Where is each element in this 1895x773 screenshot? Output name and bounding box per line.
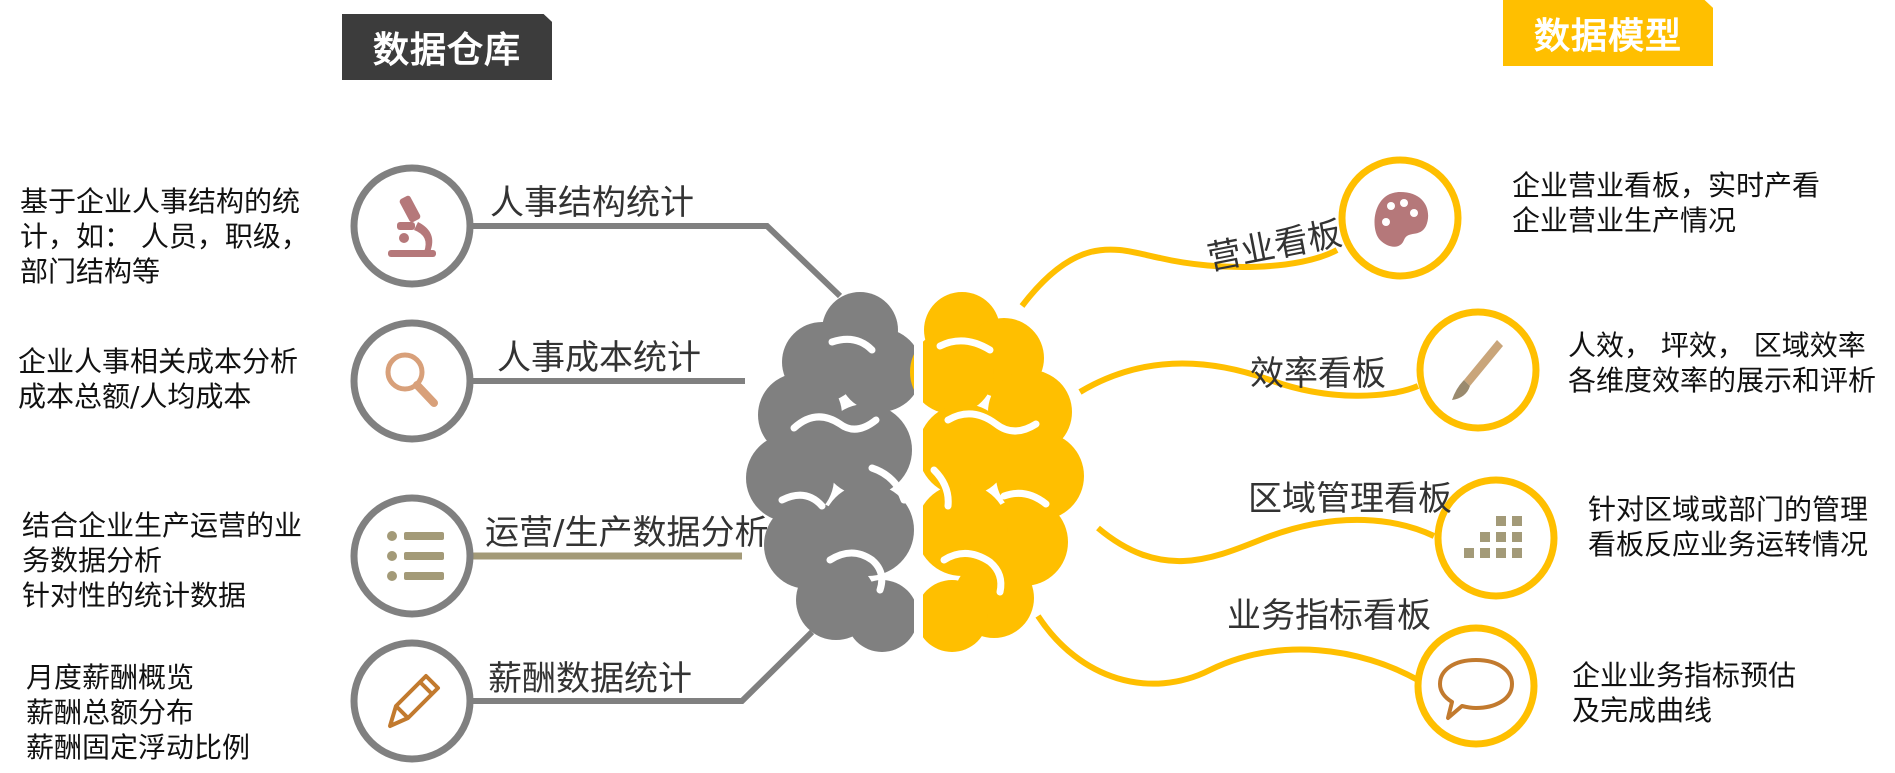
brain-left-hemisphere <box>746 292 922 652</box>
branch-circle-4 <box>350 639 474 763</box>
description-7: 针对区域或部门的管理 看板反应业务运转情况 <box>1588 492 1868 562</box>
description-line: 及完成曲线 <box>1572 694 1713 727</box>
description-line: 结合企业生产运营的业 <box>22 509 303 542</box>
branch-circle-5 <box>1338 156 1462 280</box>
description-line: 计，如： 人员，职级， <box>20 220 309 253</box>
brain-left-folds <box>778 335 908 594</box>
description-1: 基于企业人事结构的统 计，如： 人员，职级， 部门结构等 <box>20 184 309 289</box>
magnifier-icon <box>385 352 438 407</box>
branch-circle-3 <box>350 494 474 618</box>
description-line: 部门结构等 <box>20 255 161 288</box>
connector-curve-2 <box>1078 360 1420 399</box>
data-warehouse-header: 数据仓库 <box>342 14 552 80</box>
connector-curve-3 <box>1096 516 1436 564</box>
branch-label-1: 人事结构统计 <box>490 183 694 223</box>
connector-curve-4 <box>1035 614 1420 687</box>
description-line: 月度薪酬概览 <box>26 661 195 694</box>
brush-icon <box>1452 340 1503 400</box>
description-4: 月度薪酬概览 薪酬总额分布 薪酬固定浮动比例 <box>26 660 250 765</box>
grid-icon <box>1464 516 1522 558</box>
description-line: 薪酬总额分布 <box>26 696 195 729</box>
list-icon <box>387 531 444 581</box>
microscope-icon <box>388 195 436 257</box>
description-line: 成本总额/人均成本 <box>18 380 252 413</box>
data-model-header: 数据模型 <box>1503 0 1713 66</box>
description-line: 企业营业生产情况 <box>1512 204 1737 237</box>
connector-line-4 <box>472 629 815 704</box>
description-line: 针对性的统计数据 <box>22 579 247 612</box>
description-2: 企业人事相关成本分析 成本总额/人均成本 <box>18 344 298 414</box>
description-line: 企业营业看板，实时产看 <box>1512 169 1821 202</box>
brain-right-hemisphere <box>910 292 1084 652</box>
branch-label-6: 效率看板 <box>1250 354 1386 394</box>
branch-circle-2 <box>350 319 474 443</box>
branch-circle-1 <box>350 164 474 288</box>
description-line: 企业业务指标预估 <box>1572 659 1797 692</box>
connector-line-1 <box>472 223 843 299</box>
description-line: 各维度效率的展示和评析 <box>1568 364 1877 397</box>
branch-label-4: 薪酬数据统计 <box>488 659 692 699</box>
description-5: 企业营业看板，实时产看 企业营业生产情况 <box>1512 168 1820 238</box>
branch-label-3: 运营/生产数据分析 <box>485 513 768 553</box>
branch-label-5: 营业看板 <box>1204 214 1345 279</box>
description-line: 薪酬固定浮动比例 <box>26 731 251 764</box>
speech-bubble-icon <box>1438 658 1514 720</box>
brain-right-folds <box>930 337 1050 596</box>
description-line: 针对区域或部门的管理 <box>1588 493 1869 526</box>
description-line: 人效， 坪效， 区域效率 <box>1568 329 1866 362</box>
palette-icon <box>1374 192 1429 247</box>
branch-circle-8 <box>1414 624 1538 748</box>
branch-label-2: 人事成本统计 <box>497 338 701 378</box>
pencil-icon <box>388 674 440 728</box>
branch-circle-7 <box>1434 476 1558 600</box>
description-3: 结合企业生产运营的业 务数据分析 针对性的统计数据 <box>22 508 302 613</box>
branch-circle-6 <box>1416 308 1540 432</box>
brain-center-gap <box>914 280 923 660</box>
description-6: 人效， 坪效， 区域效率 各维度效率的展示和评析 <box>1568 328 1876 398</box>
branch-label-8: 业务指标看板 <box>1227 596 1431 636</box>
branch-label-7: 区域管理看板 <box>1248 479 1452 519</box>
description-line: 看板反应业务运转情况 <box>1588 528 1869 561</box>
description-8: 企业业务指标预估 及完成曲线 <box>1572 658 1796 728</box>
description-line: 基于企业人事结构的统 <box>20 185 301 218</box>
description-line: 企业人事相关成本分析 <box>18 345 299 378</box>
description-line: 务数据分析 <box>22 544 163 577</box>
connector-curve-1 <box>1019 246 1339 308</box>
